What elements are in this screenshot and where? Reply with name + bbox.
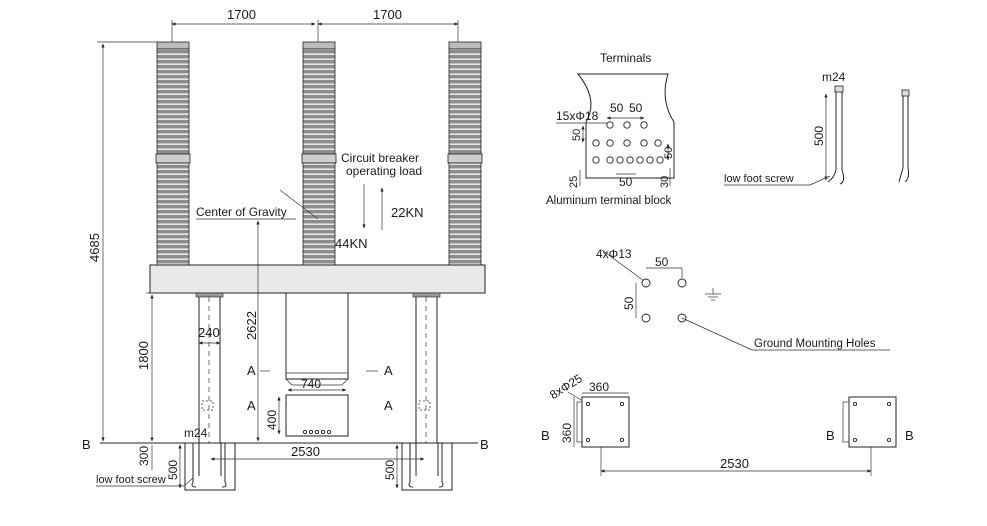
- load-down: 44KN: [335, 236, 368, 251]
- section-a-right-upper: A: [384, 363, 393, 378]
- dim-foot-right: 500: [383, 460, 397, 480]
- dim-cog-height: 2622: [244, 311, 259, 340]
- dim-total-height: 4685: [87, 233, 102, 262]
- dim-base-offset: 300: [137, 446, 151, 466]
- load-title-line1: Circuit breaker: [341, 151, 419, 165]
- terminal-caption: Aluminum terminal block: [546, 195, 672, 207]
- dim-spacing-left: 1700: [227, 7, 256, 22]
- screw-caption: low foot screw: [724, 173, 794, 185]
- dim-box-width: 740: [301, 377, 321, 391]
- terminal-edge-right: 30: [659, 176, 671, 188]
- cog-label: Center of Gravity: [196, 205, 287, 219]
- support-column-right: [412, 292, 441, 444]
- mounting-caption: Ground Mounting Holes: [754, 338, 876, 350]
- dim-spacing-right: 1700: [373, 7, 402, 22]
- base-section-b-mid: B: [826, 428, 835, 443]
- dim-box-height: 400: [265, 410, 279, 430]
- foot-screw-label: low foot screw: [96, 474, 166, 486]
- terminal-pitch-2: 50: [629, 101, 643, 115]
- dim-support-height: 1800: [136, 341, 151, 370]
- mounting-dim-h: 50: [655, 255, 669, 269]
- base-holes-label: 8xΦ25: [547, 371, 585, 402]
- section-a-left-lower: A: [247, 398, 256, 413]
- dim-column-width: 240: [198, 325, 220, 340]
- dim-foot-left: 500: [166, 460, 180, 480]
- base-section-b-left: B: [541, 428, 550, 443]
- screw-size-label: m24: [822, 70, 846, 84]
- terminal-row-1: 50: [571, 129, 583, 141]
- insulator-middle: [301, 41, 337, 266]
- mounting-dim-v: 50: [622, 296, 636, 310]
- mounting-holes-label: 4xΦ13: [596, 247, 632, 261]
- base-spacing: 2530: [720, 456, 749, 471]
- section-b-right: B: [480, 437, 489, 452]
- terminal-holes-label: 15xΦ18: [556, 109, 599, 123]
- terminal-pitch-1: 50: [610, 101, 624, 115]
- load-up: 22KN: [391, 205, 424, 220]
- base-plate-height: 360: [560, 423, 574, 443]
- frame-beam: [149, 264, 486, 294]
- bolt-size-label: m24: [184, 426, 208, 440]
- foot-screw-detail: m24 500 low foot screw: [724, 70, 910, 186]
- operating-cabinet: [285, 292, 349, 380]
- screw-length-label: 500: [812, 126, 826, 146]
- front-elevation: 1700 1700: [82, 7, 489, 491]
- terminals-title: Terminals: [600, 51, 651, 65]
- insulator-left: [155, 41, 191, 266]
- load-title-line2: operating load: [346, 164, 422, 178]
- dim-foot-spacing: 2530: [291, 444, 320, 459]
- terminal-row-2: 50: [663, 147, 675, 159]
- foundation-left: [184, 442, 236, 491]
- terminal-edge-left: 25: [568, 176, 580, 188]
- section-b-left: B: [82, 437, 91, 452]
- terminal-bottom-dim: 50: [619, 175, 633, 189]
- terminal-detail: Terminals 15xΦ18 50 50 50 50 50 25 30 Al…: [546, 51, 675, 207]
- section-a-right-lower: A: [384, 398, 393, 413]
- base-plan: 8xΦ25 360 360 B B B 2530: [541, 371, 914, 476]
- support-column-left: [195, 292, 224, 444]
- insulator-right: [447, 41, 483, 266]
- base-section-b-right: B: [905, 428, 914, 443]
- section-a-box: [285, 394, 349, 437]
- foundation-right: [401, 442, 453, 491]
- mounting-holes-detail: 4xΦ13 50 50 Ground Mounting Holes: [596, 247, 890, 351]
- base-plate-width: 360: [589, 380, 609, 394]
- ground-icon: [705, 288, 721, 301]
- section-a-left-upper: A: [247, 363, 256, 378]
